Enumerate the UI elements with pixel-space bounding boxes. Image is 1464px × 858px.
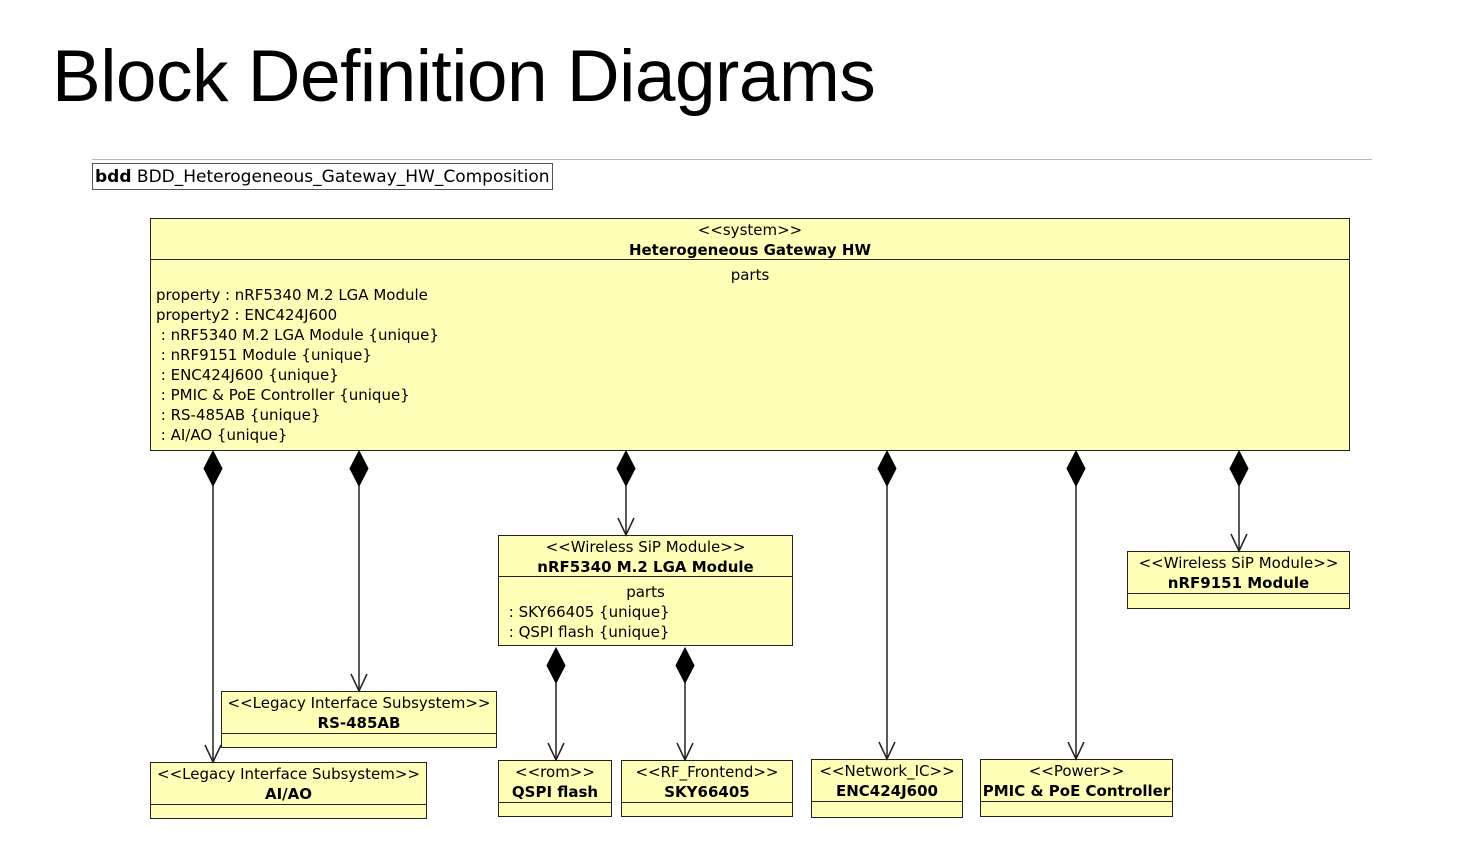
arrowhead-sky66405 [676,742,694,762]
block-name: nRF9151 Module [1167,574,1310,592]
diagram-kind: bdd [95,167,132,187]
block-name: AI/AO [264,785,313,803]
block-name: nRF5340 M.2 LGA Module [537,558,754,576]
part-entry: property2 : ENC424J600 [156,306,338,324]
block-header: <<Legacy Interface Subsystem>> RS-485AB [222,692,496,734]
compartment-title: parts [730,266,770,284]
block-nrf9151-module[interactable]: <<Wireless SiP Module>> nRF9151 Module [1127,551,1350,609]
slide-title: Block Definition Diagrams [52,36,876,117]
part-entry: : PMIC & PoE Controller {unique} [156,386,410,404]
parts-compartment: parts : SKY66405 {unique} : QSPI flash {… [499,577,792,642]
arrowhead-pmic [1067,741,1085,761]
block-stereotype: <<Wireless SiP Module>> [1138,554,1339,572]
composition-diamond-ai-ao [203,449,223,488]
block-nrf5340-module[interactable]: <<Wireless SiP Module>> nRF5340 M.2 LGA … [498,535,793,646]
part-entry: : SKY66405 {unique} [504,603,670,621]
block-name: RS-485AB [317,714,401,732]
diagram-header-tab: bdd BDD_Heterogeneous_Gateway_HW_Composi… [92,163,553,190]
block-header: <<Power>> PMIC & PoE Controller [981,760,1172,802]
part-entry: : RS-485AB {unique} [156,406,321,424]
block-stereotype: <<Legacy Interface Subsystem>> [227,694,491,712]
block-name: SKY66405 [664,783,750,801]
part-entry: : nRF9151 Module {unique} [156,346,372,364]
arrowhead-nrf5340 [617,517,635,537]
diagram-name: BDD_Heterogeneous_Gateway_HW_Composition [136,167,550,187]
block-stereotype: <<RF_Frontend>> [635,763,779,781]
arrowhead-enc424j600 [878,741,896,761]
block-header: <<system>> Heterogeneous Gateway HW [151,219,1349,260]
diagram-frame-border [92,159,1372,160]
block-heterogeneous-gateway-hw[interactable]: <<system>> Heterogeneous Gateway HW part… [150,218,1350,451]
arrowhead-nrf9151 [1230,533,1248,553]
composition-diamond-enc424j600 [877,449,897,488]
composition-diamond-sky66405 [675,646,695,685]
block-stereotype: <<Legacy Interface Subsystem>> [157,765,420,783]
block-stereotype: <<system>> [697,221,803,239]
block-name: Heterogeneous Gateway HW [628,241,872,259]
block-header: <<RF_Frontend>> SKY66405 [622,761,792,803]
block-stereotype: <<Wireless SiP Module>> [545,538,746,556]
block-stereotype: <<Power>> [1028,762,1125,780]
block-pmic-poe-controller[interactable]: <<Power>> PMIC & PoE Controller [980,759,1173,817]
block-rs485ab[interactable]: <<Legacy Interface Subsystem>> RS-485AB [221,691,497,748]
block-stereotype: <<Network_IC>> [819,762,955,780]
part-entry: : ENC424J600 {unique} [156,366,339,384]
part-entry: property : nRF5340 M.2 LGA Module [156,286,428,304]
composition-diamond-rs485ab [349,449,369,488]
part-entry: : QSPI flash {unique} [504,623,670,641]
composition-diamond-nrf9151 [1229,449,1249,488]
block-header: <<Network_IC>> ENC424J600 [812,760,962,802]
block-name: QSPI flash [511,783,599,801]
arrowhead-rs485ab [350,673,368,693]
block-enc424j600[interactable]: <<Network_IC>> ENC424J600 [811,759,963,818]
composition-diamond-qspi [546,646,566,685]
block-header: <<Wireless SiP Module>> nRF9151 Module [1128,552,1349,594]
composition-diamond-nrf5340 [616,449,636,488]
block-stereotype: <<rom>> [515,763,595,781]
block-header: <<Legacy Interface Subsystem>> AI/AO [151,763,426,805]
block-header: <<rom>> QSPI flash [499,761,611,803]
parts-compartment: parts property : nRF5340 M.2 LGA Module … [151,260,1349,445]
block-name: ENC424J600 [835,782,938,800]
compartment-title: parts [626,583,665,601]
block-sky66405[interactable]: <<RF_Frontend>> SKY66405 [621,760,793,817]
composition-diamond-pmic [1066,449,1086,488]
block-name: PMIC & PoE Controller [982,782,1171,800]
block-ai-ao[interactable]: <<Legacy Interface Subsystem>> AI/AO [150,762,427,819]
part-entry: : AI/AO {unique} [156,426,288,444]
arrowhead-qspi [547,742,565,762]
block-qspi-flash[interactable]: <<rom>> QSPI flash [498,760,612,817]
arrowhead-ai-ao [204,744,222,764]
part-entry: : nRF5340 M.2 LGA Module {unique} [156,326,439,344]
block-header: <<Wireless SiP Module>> nRF5340 M.2 LGA … [499,536,792,577]
